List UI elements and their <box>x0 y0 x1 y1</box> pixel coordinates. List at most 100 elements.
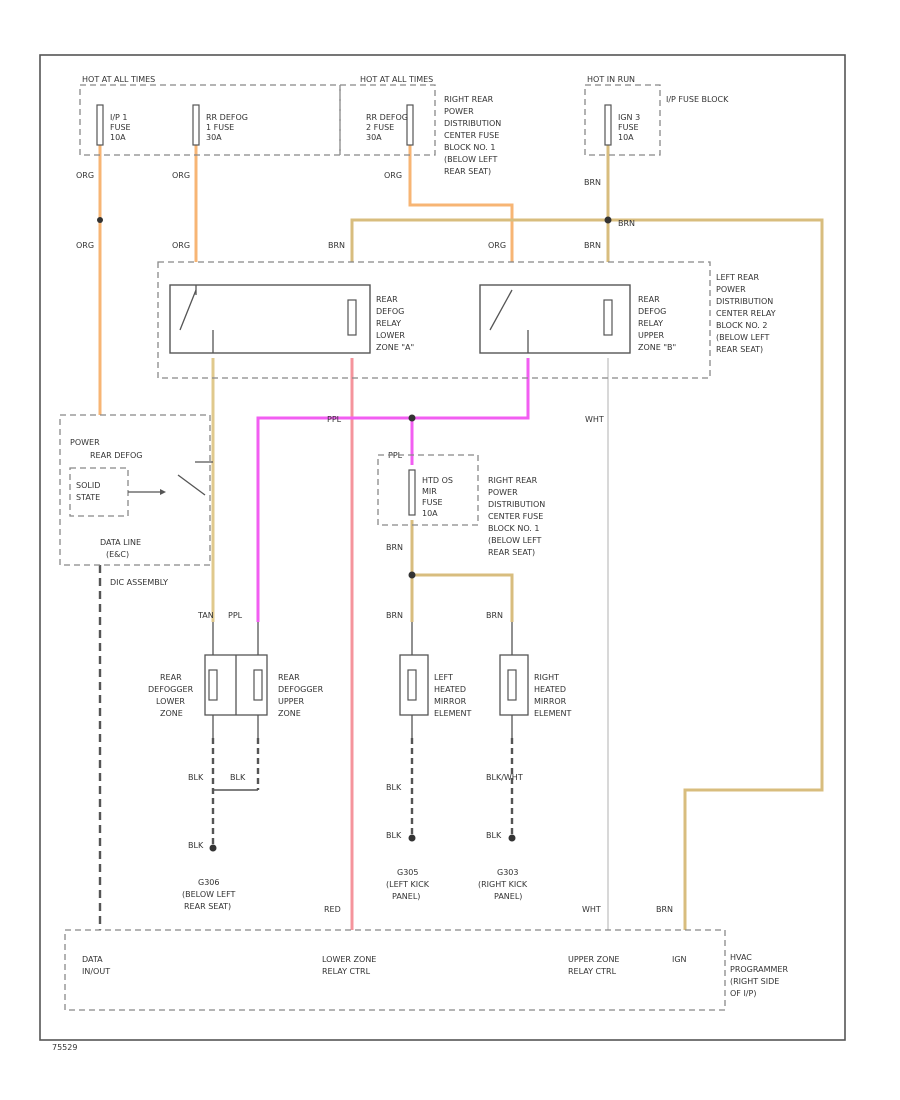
svg-text:HTD OS: HTD OS <box>422 476 453 485</box>
svg-text:CENTER RELAY: CENTER RELAY <box>716 309 776 318</box>
svg-text:DEFOGGER: DEFOGGER <box>278 685 324 694</box>
svg-text:PANEL): PANEL) <box>494 892 522 901</box>
svg-text:10A: 10A <box>422 509 438 518</box>
svg-text:30A: 30A <box>206 133 222 142</box>
relay-lower-zone: REAR DEFOG RELAY LOWER ZONE "A" <box>169 284 414 354</box>
svg-text:(BELOW LEFT: (BELOW LEFT <box>488 536 542 545</box>
splices <box>97 216 612 579</box>
svg-text:(BELOW LEFT: (BELOW LEFT <box>444 155 498 164</box>
svg-text:ZONE "A": ZONE "A" <box>376 343 414 352</box>
wire-ppl-upper <box>256 358 530 622</box>
svg-text:BLK: BLK <box>386 783 402 792</box>
svg-text:OF I/P): OF I/P) <box>730 989 756 998</box>
svg-text:POWER: POWER <box>716 285 746 294</box>
svg-text:(BELOW LEFT: (BELOW LEFT <box>182 890 236 899</box>
svg-text:(E&C): (E&C) <box>106 550 129 559</box>
ground-wires <box>98 565 514 930</box>
svg-text:LEFT REAR: LEFT REAR <box>716 273 759 282</box>
svg-text:REAR: REAR <box>376 295 398 304</box>
svg-text:SOLID: SOLID <box>76 481 100 490</box>
ip-fuse-block-label: I/P FUSE BLOCK <box>666 95 729 104</box>
svg-text:RELAY CTRL: RELAY CTRL <box>568 967 617 976</box>
svg-text:RIGHT REAR: RIGHT REAR <box>488 476 538 485</box>
svg-text:FUSE: FUSE <box>618 123 639 132</box>
fuse-ip1: I/P 1 FUSE 10A <box>96 104 131 146</box>
wire-labels-upper: ORG ORG ORG ORG ORG ORG BRN BRN BRN BRN <box>76 171 635 250</box>
fuse-ign3: IGN 3 FUSE 10A <box>604 104 640 146</box>
wire-brn-bus <box>350 218 824 930</box>
svg-text:BLOCK NO. 1: BLOCK NO. 1 <box>488 524 539 533</box>
wire-brn-right-mirror <box>412 573 514 622</box>
svg-text:POWER: POWER <box>488 488 518 497</box>
svg-text:LOWER ZONE: LOWER ZONE <box>322 955 376 964</box>
svg-text:(RIGHT SIDE: (RIGHT SIDE <box>730 977 779 986</box>
svg-text:ORG: ORG <box>76 171 94 180</box>
svg-text:RIGHT REAR: RIGHT REAR <box>444 95 494 104</box>
svg-text:I/P 1: I/P 1 <box>110 113 128 122</box>
ground-g305: G305 (LEFT KICK PANEL) <box>386 834 430 901</box>
svg-text:REAR: REAR <box>278 673 300 682</box>
svg-text:LOWER: LOWER <box>156 697 185 706</box>
svg-text:IN/OUT: IN/OUT <box>82 967 110 976</box>
svg-text:BRN: BRN <box>618 219 635 228</box>
svg-text:WHT: WHT <box>582 905 601 914</box>
svg-text:REAR: REAR <box>160 673 182 682</box>
footer-code: 75529 <box>52 1043 77 1052</box>
svg-text:RELAY: RELAY <box>638 319 663 328</box>
svg-text:10A: 10A <box>110 133 126 142</box>
svg-text:MIRROR: MIRROR <box>534 697 567 706</box>
svg-text:PPL: PPL <box>228 611 243 620</box>
svg-text:PANEL): PANEL) <box>392 892 420 901</box>
svg-text:HEATED: HEATED <box>534 685 566 694</box>
wire-labels-mid: PPL WHT PPL BRN TAN PPL BRN BRN <box>197 415 604 620</box>
svg-text:ORG: ORG <box>172 241 190 250</box>
fuse-htd-mirror: HTD OS MIR FUSE 10A RIGHT REAR POWER DIS… <box>377 454 545 557</box>
svg-text:ORG: ORG <box>384 171 402 180</box>
svg-text:DISTRIBUTION: DISTRIBUTION <box>488 500 545 509</box>
svg-text:UPPER ZONE: UPPER ZONE <box>568 955 619 964</box>
fuse-box-label: HOT AT ALL TIMES <box>360 75 433 84</box>
svg-text:RR DEFOG: RR DEFOG <box>366 113 408 122</box>
svg-text:BRN: BRN <box>584 178 601 187</box>
svg-text:ORG: ORG <box>172 171 190 180</box>
fuse-box-label: HOT AT ALL TIMES <box>82 75 155 84</box>
svg-text:DEFOGGER: DEFOGGER <box>148 685 194 694</box>
svg-text:FUSE: FUSE <box>422 498 443 507</box>
svg-text:REAR: REAR <box>638 295 660 304</box>
svg-text:RR DEFOG: RR DEFOG <box>206 113 248 122</box>
svg-text:BLOCK NO. 2: BLOCK NO. 2 <box>716 321 767 330</box>
svg-text:REAR SEAT): REAR SEAT) <box>488 548 535 557</box>
fuse-box-hot-run: HOT IN RUN I/P FUSE BLOCK <box>584 75 729 156</box>
diagram-frame <box>39 54 846 1041</box>
svg-text:BRN: BRN <box>656 905 673 914</box>
svg-text:DEFOG: DEFOG <box>638 307 666 316</box>
svg-text:RELAY: RELAY <box>376 319 401 328</box>
svg-text:UPPER: UPPER <box>638 331 665 340</box>
ground-g303: G303 (RIGHT KICK PANEL) <box>478 834 528 901</box>
svg-text:ZONE: ZONE <box>160 709 183 718</box>
dic-assembly-label: DIC ASSEMBLY <box>110 578 168 587</box>
svg-text:BLK: BLK <box>230 773 246 782</box>
svg-text:ORG: ORG <box>488 241 506 250</box>
svg-text:FUSE: FUSE <box>110 123 131 132</box>
svg-text:BLK: BLK <box>386 831 402 840</box>
right-heated-mirror: RIGHT HEATED MIRROR ELEMENT <box>499 622 572 738</box>
wire-labels-ground: BLK BLK BLK BLK/WHT BLK BLK BLK <box>188 773 523 850</box>
wire-org-defog2 <box>408 125 514 262</box>
svg-text:G305: G305 <box>397 868 418 877</box>
fuse-box-hot-all-mid: HOT AT ALL TIMES <box>339 75 436 156</box>
svg-text:PROGRAMMER: PROGRAMMER <box>730 965 788 974</box>
svg-text:BLK: BLK <box>188 773 204 782</box>
svg-text:RELAY CTRL: RELAY CTRL <box>322 967 371 976</box>
svg-text:IGN 3: IGN 3 <box>618 113 640 122</box>
fuse-box-label: HOT IN RUN <box>587 75 635 84</box>
svg-text:BRN: BRN <box>584 241 601 250</box>
svg-text:HEATED: HEATED <box>434 685 466 694</box>
relay-block: LEFT REAR POWER DISTRIBUTION CENTER RELA… <box>157 261 776 379</box>
svg-text:30A: 30A <box>366 133 382 142</box>
svg-text:DEFOG: DEFOG <box>376 307 404 316</box>
fuse-rr-defog-2: RR DEFOG 2 FUSE 30A <box>366 104 414 146</box>
svg-text:BRN: BRN <box>386 543 403 552</box>
svg-text:REAR DEFOG: REAR DEFOG <box>90 451 143 460</box>
